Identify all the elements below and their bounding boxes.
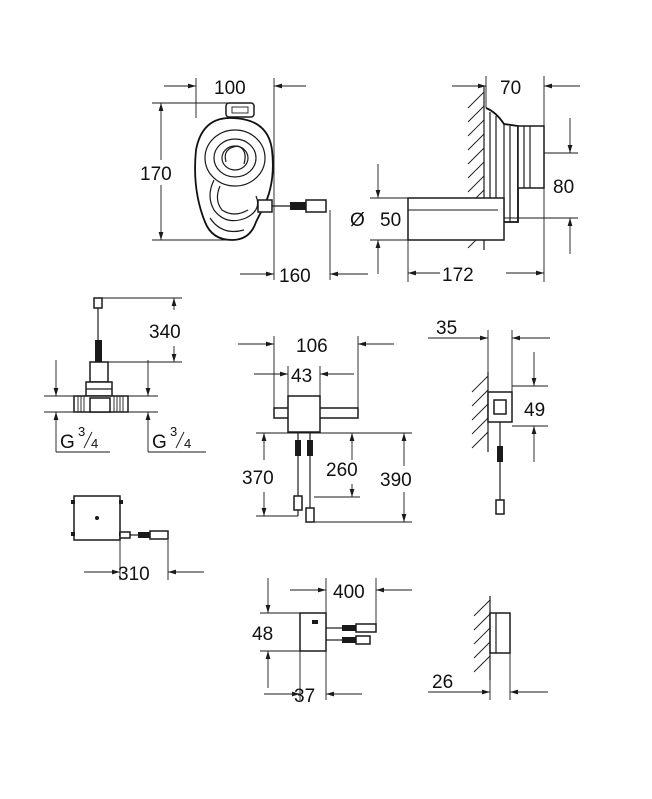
dim-37: 37 (294, 686, 315, 707)
dim-310: 310 (118, 564, 150, 585)
dim-170: 170 (140, 164, 172, 185)
dim-48: 48 (252, 624, 273, 645)
sensor-front-view: 400 48 37 (252, 578, 412, 707)
valve-unit-front-view: 106 43 370 260 390 (238, 336, 412, 523)
valve-connection-view: 340 G 3 4 G 3 4 (44, 297, 206, 453)
dim-260: 260 (326, 460, 358, 481)
dim-370: 370 (242, 468, 274, 489)
dim-106: 106 (296, 336, 328, 357)
thread-g-left: G (60, 432, 75, 453)
control-box-view: 310 (71, 495, 204, 585)
dim-35: 35 (436, 318, 457, 339)
dim-dia-symbol: Ø (350, 210, 365, 231)
dim-43: 43 (291, 366, 312, 387)
dim-340: 340 (149, 322, 181, 343)
valve-unit-side-view: 35 49 (428, 318, 550, 515)
thread-frac-den-right: 4 (184, 436, 191, 451)
dim-160: 160 (279, 266, 311, 287)
dim-49: 49 (524, 400, 545, 421)
thread-frac-den-left: 4 (91, 436, 98, 451)
thread-g-right: G (152, 432, 167, 453)
dim-70: 70 (500, 78, 521, 99)
siphon-side-view: 70 80 Ø 50 172 (350, 76, 580, 286)
dim-172: 172 (442, 265, 474, 286)
dim-100: 100 (214, 78, 246, 99)
dim-80: 80 (553, 177, 574, 198)
siphon-front-view: 100 170 160 (140, 78, 368, 287)
dim-26: 26 (432, 672, 453, 693)
sensor-side-view: 26 (428, 596, 548, 700)
thread-frac-num-left: 3 (78, 424, 85, 439)
thread-frac-num-right: 3 (170, 424, 177, 439)
dim-400: 400 (333, 582, 365, 603)
dim-390: 390 (380, 470, 412, 491)
dim-50: 50 (380, 210, 401, 231)
